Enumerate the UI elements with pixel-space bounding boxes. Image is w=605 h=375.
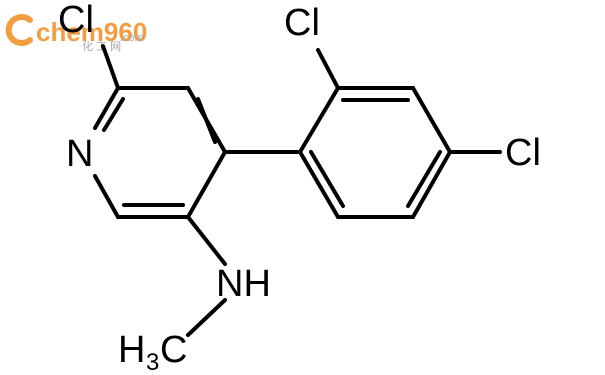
bond-c3-n (186, 215, 227, 266)
atom-cl-para: Cl (505, 132, 541, 174)
bond-c3p-c4p (411, 86, 452, 154)
bond-c6p-c1p-inner (309, 150, 345, 208)
atom-cl-pyridine: Cl (58, 0, 94, 41)
bond-n-c6-inner (102, 97, 125, 132)
watermark-c-logo-icon (5, 14, 33, 46)
atom-methyl-c: C (160, 329, 187, 371)
atom-nh-amine: NH (216, 263, 271, 305)
bond-c1p-c2p (298, 86, 340, 154)
bond-c6-cl (101, 44, 120, 90)
atom-cl-ortho: Cl (284, 2, 320, 44)
bond-c4p-c5p-inner (406, 150, 442, 208)
bond-c5-c4-inner (196, 97, 217, 144)
atom-label-layer: Cl N Cl Cl NH H 3 C (58, 0, 541, 375)
bond-c2p-cl (316, 48, 340, 90)
atom-methyl-h: H (118, 329, 145, 371)
bond-c4p-c5p (411, 150, 452, 219)
atom-methyl-group: H 3 C (118, 329, 187, 375)
watermark-brand: chem960 (36, 17, 147, 47)
chem960-watermark: chem960 .com 化 工 网 (5, 14, 147, 53)
bond-layer (93, 44, 502, 337)
bond-c4-c3 (186, 150, 227, 219)
atom-n-ring: N (66, 133, 93, 175)
watermark-domain-suffix: .com (120, 32, 144, 44)
bond-c6p-c1p (298, 150, 340, 219)
atom-methyl-subscript: 3 (146, 349, 159, 375)
bond-n-ch3 (186, 298, 227, 337)
bond-c2-n (93, 174, 120, 219)
bond-n-c6 (93, 86, 120, 130)
